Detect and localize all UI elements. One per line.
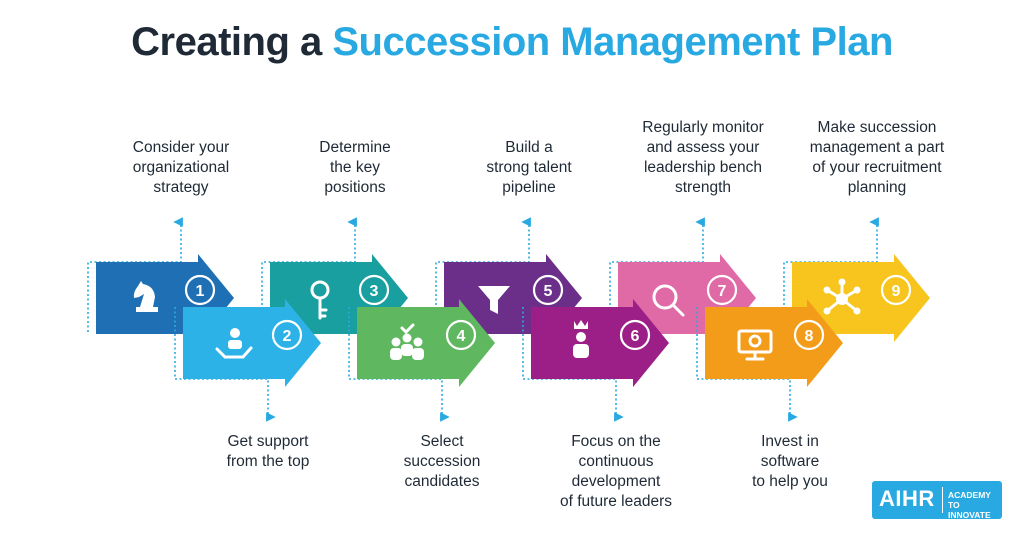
step-5-badge	[532, 274, 564, 306]
aihr-logo: AIHR ACADEMY TO INNOVATE HR	[872, 481, 1002, 530]
magnifier-icon	[652, 284, 685, 317]
hand-support-person-icon	[215, 328, 253, 359]
step-8-arrow: 8	[705, 299, 843, 387]
funnel-icon	[478, 286, 510, 314]
key-icon	[310, 280, 330, 320]
step-2-number: 2	[283, 328, 292, 345]
step-3-number: 3	[370, 283, 379, 300]
step-6-label: Focus on the continuous development of f…	[559, 433, 672, 510]
step-2-badge	[271, 319, 303, 351]
step-5-label: Build a strong talent pipeline	[486, 139, 572, 196]
title-part-1: Creating a	[131, 20, 322, 64]
step-1-badge	[184, 274, 216, 306]
step-8-label: Invest in software to help you	[752, 433, 828, 490]
step-2-arrow: 2	[183, 299, 321, 387]
network-people-icon	[823, 278, 861, 315]
step-1-number: 1	[196, 283, 205, 300]
step-9-label: Make succession management a part of you…	[809, 119, 945, 196]
step-3-label: Determine the key positions	[319, 139, 391, 196]
page-title: Creating a Succession Management Plan	[0, 20, 1024, 65]
step-9-arrow: 9	[792, 254, 930, 342]
step-6-arrow: 6	[531, 299, 669, 387]
title-part-2: Succession Management Plan	[332, 20, 893, 64]
step-7-badge	[706, 274, 738, 306]
step-3-badge	[358, 274, 390, 306]
monitor-gear-icon	[737, 329, 773, 361]
step-4-number: 4	[457, 328, 466, 345]
group-check-icon	[390, 323, 424, 360]
step-9-badge	[880, 274, 912, 306]
logo-divider	[942, 487, 943, 513]
step-2-label: Get support from the top	[226, 433, 310, 470]
step-4-arrow: 4	[357, 299, 495, 387]
step-6-badge	[619, 319, 651, 351]
step-8-badge	[793, 319, 825, 351]
step-1-label: Consider your organizational strategy	[132, 139, 230, 196]
step-9-number: 9	[892, 283, 901, 300]
step-8-number: 8	[805, 328, 814, 345]
logo-mark: AIHR	[879, 486, 935, 511]
logo-tagline: ACADEMY TO INNOVATE HR	[948, 490, 991, 530]
step-4-badge	[445, 319, 477, 351]
step-7-number: 7	[718, 283, 727, 300]
step-6-number: 6	[631, 328, 640, 345]
leader-crown-icon	[573, 320, 589, 358]
step-4-label: Select succession candidates	[403, 433, 481, 490]
chess-knight-icon	[133, 281, 158, 312]
step-5-number: 5	[544, 283, 553, 300]
step-7-label: Regularly monitor and assess your leader…	[642, 119, 764, 196]
